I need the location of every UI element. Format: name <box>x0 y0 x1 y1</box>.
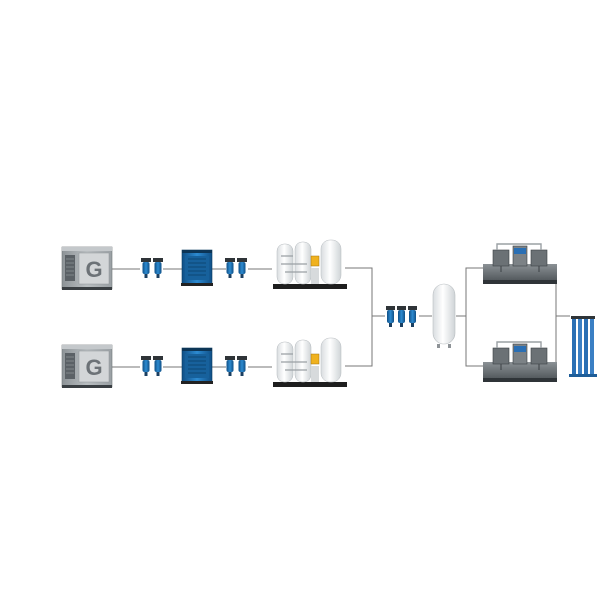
nitrogen-generator-icon <box>272 239 348 290</box>
pipe-segment <box>465 316 484 367</box>
nitrogen-generator-icon <box>272 337 348 388</box>
compressor-logo: G <box>85 257 102 282</box>
pipe-segment <box>345 267 385 317</box>
pipe-network <box>112 267 570 368</box>
booster-compressor-icon <box>482 341 558 383</box>
filter-pair-icon <box>225 356 247 376</box>
filter-pair-icon <box>225 258 247 278</box>
cylinder-rack-icon <box>569 316 597 377</box>
filter-pair-icon <box>141 356 163 376</box>
compressor-logo: G <box>85 355 102 380</box>
filter-triple-icon <box>386 306 417 327</box>
filter-pair-icon <box>141 258 163 278</box>
pipe-segment <box>345 316 373 367</box>
dryer-icon <box>180 347 214 385</box>
air-compressor-icon: G <box>61 344 113 389</box>
buffer-tank-icon <box>432 283 456 349</box>
pipe-segment <box>465 267 484 316</box>
air-compressor-icon: G <box>61 246 113 291</box>
booster-compressor-icon <box>482 243 558 285</box>
dryer-icon <box>180 249 214 287</box>
